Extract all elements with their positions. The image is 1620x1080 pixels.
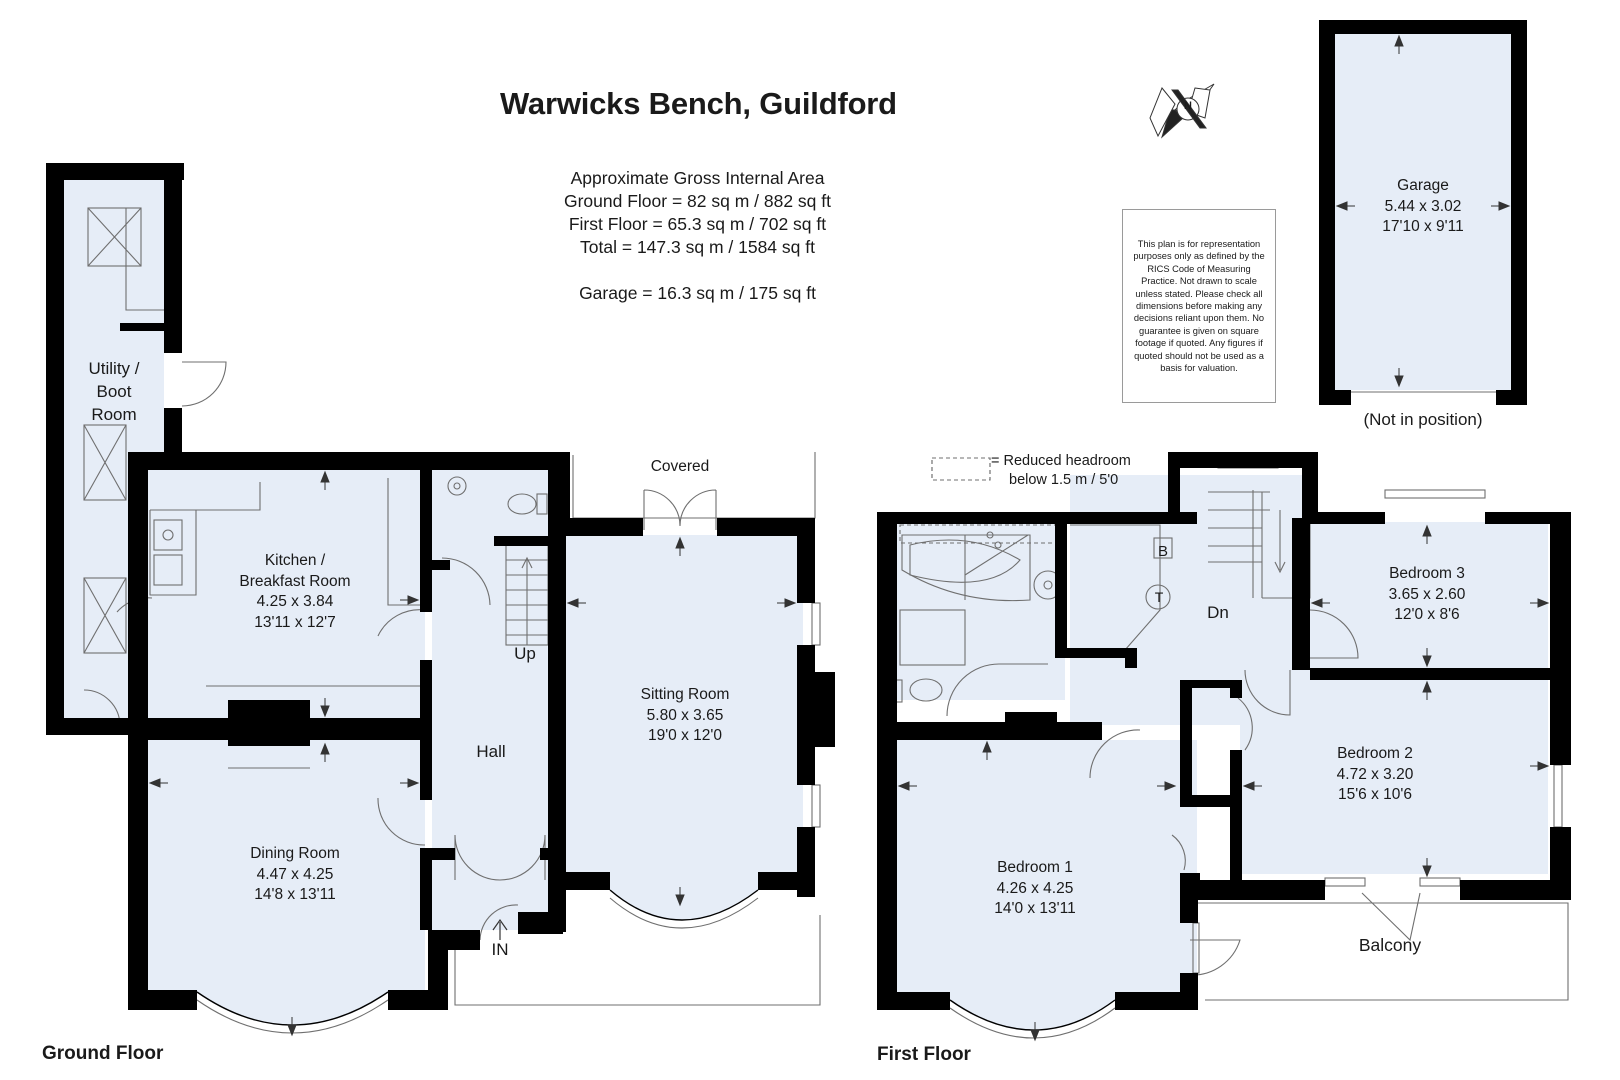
sitting-room-label: Sitting Room 5.80 x 3.65 19'0 x 12'0: [585, 685, 785, 747]
garage-fill: [1335, 32, 1511, 390]
plan-title: Warwicks Bench, Guildford: [500, 86, 897, 121]
area-garage: Garage = 16.3 sq m / 175 sq ft: [579, 283, 816, 303]
bedroom1-metric: 4.26 x 4.25: [996, 879, 1074, 897]
tank-label: T: [1154, 589, 1164, 605]
area-total: Total = 147.3 sq m / 1584 sq ft: [580, 237, 815, 257]
bedroom1-imperial: 14'0 x 13'11: [994, 900, 1076, 917]
legend-line-1: = Reduced headroom: [991, 453, 1131, 469]
garage-label: Garage 5.44 x 3.02 17'10 x 9'11: [1335, 176, 1511, 238]
ground-floor-label: Ground Floor: [42, 1043, 164, 1064]
covered-label: Covered: [650, 458, 710, 475]
bedroom2-fill: [1240, 678, 1548, 874]
dimension-arrows: [148, 34, 1550, 1042]
bedroom1-label: Bedroom 1 4.26 x 4.25 14'0 x 13'11: [940, 858, 1130, 920]
garage-imperial: 17'10 x 9'11: [1382, 218, 1464, 235]
bedroom1-fill: [897, 740, 1197, 1000]
area-ground-floor: Ground Floor = 82 sq m / 882 sq ft: [563, 191, 831, 211]
stairs-down-label: Dn: [1207, 603, 1229, 622]
disclaimer-box: This plan is for representation purposes…: [1122, 209, 1276, 403]
area-first-floor: First Floor = 65.3 sq m / 702 sq ft: [568, 214, 827, 234]
hall-label: Hall: [476, 742, 506, 761]
bedroom3-fill: [1310, 522, 1548, 670]
kitchen-line-1: Kitchen /: [264, 552, 326, 569]
boiler-label: B: [1157, 543, 1168, 560]
garage-metric: 5.44 x 3.02: [1384, 197, 1462, 215]
bathroom-fill: [897, 522, 1065, 700]
bedroom3-label: Bedroom 3 3.65 x 2.60 12'0 x 8'6: [1332, 564, 1522, 626]
bedroom3-metric: 3.65 x 2.60: [1388, 585, 1466, 603]
kitchen-imperial: 13'11 x 12'7: [254, 613, 336, 631]
utility-label: Utility / Boot Room: [64, 357, 164, 426]
bedroom2-name: Bedroom 2: [1337, 745, 1413, 762]
bedroom1-name: Bedroom 1: [997, 859, 1073, 876]
bedroom2-imperial: 15'6 x 10'6: [1337, 786, 1412, 803]
area-summary: Approximate Gross Internal Area Ground F…: [520, 167, 875, 305]
headroom-legend: = Reduced headroom below 1.5 m / 5'0: [991, 452, 1131, 490]
compass-rose: [1149, 83, 1215, 139]
dining-metric: 4.47 x 4.25: [256, 865, 334, 883]
sitting-metric: 5.80 x 3.65: [646, 706, 724, 724]
garage-name: Garage: [1397, 177, 1449, 194]
walls: [46, 20, 1571, 1010]
sitting-imperial: 19'0 x 12'0: [647, 727, 722, 744]
area-heading: Approximate Gross Internal Area: [570, 168, 825, 188]
kitchen-metric: 4.25 x 3.84: [256, 593, 334, 610]
legend-line-2: below 1.5 m / 5'0: [1009, 472, 1119, 488]
utility-line-3: Room: [91, 405, 137, 424]
utility-line-1: Utility /: [88, 359, 140, 378]
entrance-arrow: [492, 918, 508, 940]
entrance-label: IN: [491, 940, 509, 959]
stairs-up-label: Up: [514, 644, 536, 663]
balcony-label: Balcony: [1358, 935, 1422, 955]
sitting-name: Sitting Room: [640, 686, 730, 703]
garage-note: (Not in position): [1363, 410, 1483, 429]
utility-line-2: Boot: [96, 382, 132, 401]
sitting-room-fill: [563, 535, 803, 890]
compass-letter: N: [1184, 100, 1192, 112]
first-floor-label: First Floor: [877, 1044, 971, 1065]
dining-room-label: Dining Room 4.47 x 4.25 14'8 x 13'11: [195, 844, 395, 906]
dining-room-fill: [145, 740, 425, 992]
dining-name: Dining Room: [250, 845, 340, 862]
dining-imperial: 14'8 x 13'11: [254, 886, 336, 903]
bedroom3-imperial: 12'0 x 8'6: [1394, 606, 1460, 623]
kitchen-label: Kitchen / Breakfast Room 4.25 x 3.84 13'…: [195, 551, 395, 633]
bedroom2-metric: 4.72 x 3.20: [1336, 765, 1414, 783]
bedroom3-name: Bedroom 3: [1389, 565, 1465, 582]
kitchen-line-2: Breakfast Room: [239, 572, 351, 590]
bedroom2-label: Bedroom 2 4.72 x 3.20 15'6 x 10'6: [1280, 744, 1470, 806]
